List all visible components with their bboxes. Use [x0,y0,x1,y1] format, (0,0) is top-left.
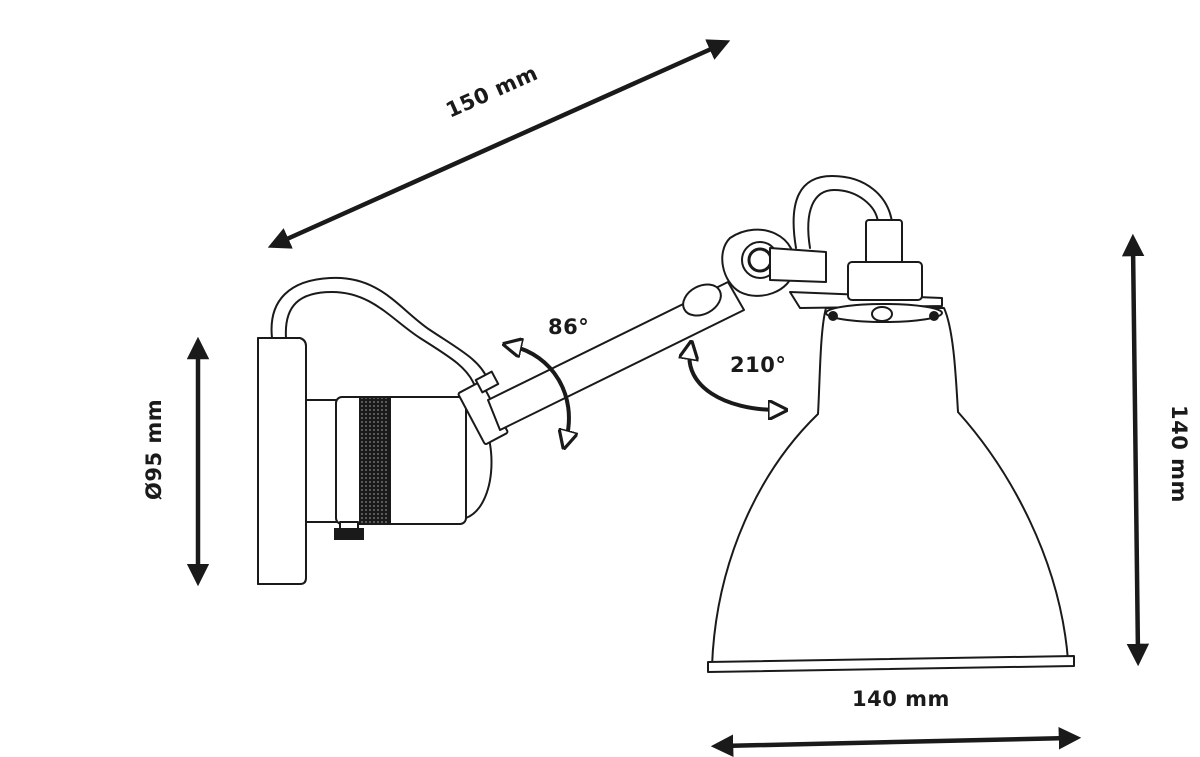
lamp-arm [487,281,745,431]
rotate-arrow-icon [512,346,569,440]
shade-rotation-indicator: 210° [689,350,786,410]
shade-rim [707,655,1075,673]
upper-joint [721,175,893,297]
shade-width-arrow [710,727,1082,757]
shade-width-label: 140 mm [852,687,950,711]
knurled-ring [359,396,391,525]
shade-rotation-label: 210° [730,353,786,377]
shade-bracket [789,219,943,309]
socket-holder [305,396,493,540]
rotate-arrow-icon [689,350,778,410]
arm-rotation-label: 86° [548,315,589,339]
arm-rotation-indicator: 86° [512,315,589,440]
wall-plate [257,337,307,585]
switch-knob-icon [334,528,364,540]
shade-height-dimension: 140 mm [1121,233,1191,667]
shade-height-label: 140 mm [1167,405,1191,503]
shade-width-dimension: 140 mm [710,687,1082,757]
arm-length-label: 150 mm [442,61,541,123]
power-cable [270,276,489,381]
arm-length-dimension: 150 mm [267,39,731,249]
arm-length-arrow [267,39,731,249]
base-diameter-label: Ø95 mm [142,399,166,500]
base-diameter-dimension: Ø95 mm [142,336,210,587]
shade-height-arrow [1121,233,1150,667]
lamp-shade [707,303,1075,673]
